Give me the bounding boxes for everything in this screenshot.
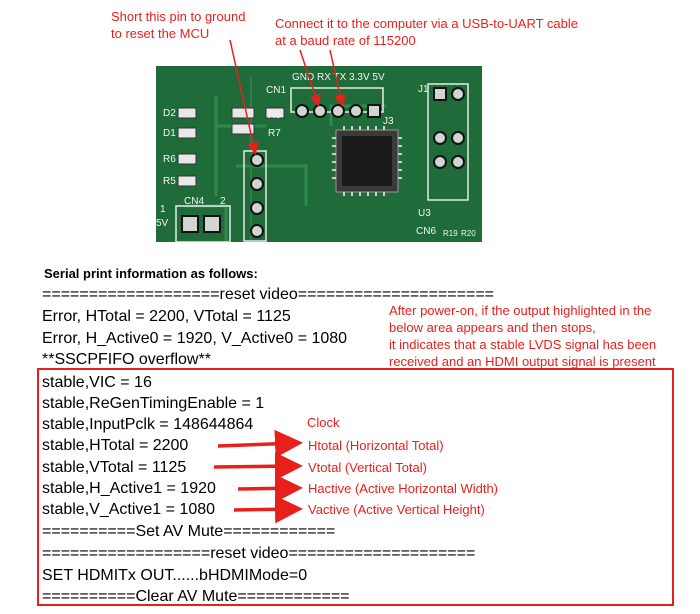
silk-header-labels: GND RX TX 3.3V 5V (292, 72, 385, 83)
log-line-12: ==========Set AV Mute============ (42, 523, 336, 540)
log-line-4: **SSCPFIFO overflow** (42, 351, 211, 368)
stable-output-highlight (37, 368, 674, 606)
log-line-9: stable,VTotal = 1125 (42, 459, 187, 476)
uart-note-line-1: Connect it to the computer via a USB-to-… (275, 16, 578, 31)
log-line-8: stable,HTotal = 2200 (42, 437, 189, 454)
log-line-5: stable,VIC = 16 (42, 374, 152, 391)
silk-cn1: CN1 (266, 85, 286, 96)
silk-u3: U3 (418, 208, 431, 219)
power-note-line-2: below area appears and then stops, (389, 320, 596, 335)
reset-note: Short this pin to ground to reset the MC… (111, 8, 245, 42)
vactive-label: Vactive (Active Vertical Height) (308, 502, 485, 517)
j1-outline (427, 83, 469, 201)
j1-pins (433, 87, 465, 169)
silk-cn4: CN4 (184, 196, 204, 207)
cn4-outline (175, 205, 231, 242)
log-line-10: stable,H_Active1 = 1920 (42, 480, 216, 497)
log-line-15: ==========Clear AV Mute============ (42, 588, 350, 605)
power-note-line-3: it indicates that a stable LVDS signal h… (389, 337, 657, 352)
silk-r6: R6 (163, 154, 176, 165)
silk-pin2: 2 (220, 196, 226, 207)
log-line-14: SET HDMITx OUT......bHDMIMode=0 (42, 567, 308, 584)
silk-cn6: CN6 (416, 226, 436, 237)
silk-r7: R7 (268, 128, 281, 139)
reset-note-line-2: to reset the MCU (111, 26, 210, 41)
silk-r19: R19 (443, 229, 458, 238)
silk-j3: J3 (383, 116, 394, 127)
serial-heading: Serial print information as follows: (44, 266, 258, 281)
clock-label: Clock (307, 415, 340, 430)
reset-note-line-1: Short this pin to ground (111, 9, 246, 24)
log-line-3: Error, H_Active0 = 1920, V_Active0 = 108… (42, 330, 348, 347)
uart-header-pins (295, 104, 381, 118)
htotal-label: Htotal (Horizontal Total) (308, 438, 444, 453)
pcb-board-photo: GND RX TX 3.3V 5V CN1 D2 D1 R6 R5 R8 R7 … (156, 66, 482, 242)
reset-pins (250, 153, 264, 238)
hactive-label: Hactive (Active Horizontal Width) (308, 481, 498, 496)
silk-pin1: 1 (160, 204, 166, 215)
power-note-line-1: After power-on, if the output highlighte… (389, 303, 652, 318)
uart-note: Connect it to the computer via a USB-to-… (275, 15, 578, 49)
power-note-line-4: received and an HDMI output signal is pr… (389, 354, 656, 369)
log-line-7: stable,InputPclk = 148644864 (42, 416, 254, 433)
silk-d2: D2 (163, 108, 176, 119)
vtotal-label: Vtotal (Vertical Total) (308, 460, 427, 475)
log-line-11: stable,V_Active1 = 1080 (42, 501, 216, 518)
log-line-6: stable,ReGenTimingEnable = 1 (42, 395, 265, 412)
log-line-2: Error, HTotal = 2200, VTotal = 1125 (42, 308, 291, 325)
silk-r5: R5 (163, 176, 176, 187)
mcu-chip (332, 126, 402, 196)
silk-d1: D1 (163, 128, 176, 139)
silk-r20: R20 (461, 229, 476, 238)
log-line-13: ==================reset video===========… (42, 545, 476, 562)
uart-note-line-2: at a baud rate of 115200 (275, 33, 416, 48)
power-on-note: After power-on, if the output highlighte… (389, 302, 656, 370)
silk-r8: R8 (268, 110, 281, 121)
log-line-1: ===================reset video==========… (42, 286, 495, 303)
silk-5v: 5V (156, 218, 169, 229)
silk-j1: J1 (418, 84, 429, 95)
